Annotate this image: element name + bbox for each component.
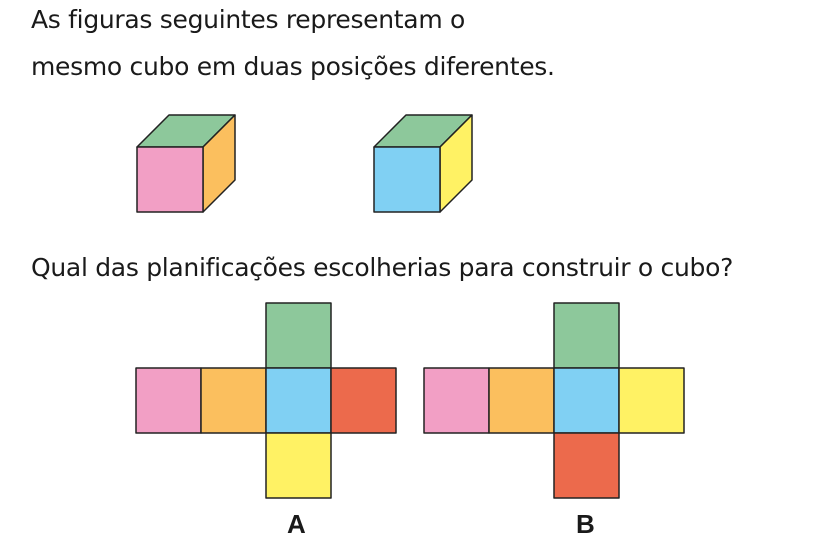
cube-1 <box>136 114 236 213</box>
cube-2 <box>373 114 473 213</box>
intro-line-1: As figuras seguintes representam o <box>31 5 466 34</box>
net-b[interactable] <box>423 302 685 499</box>
net-a[interactable] <box>135 302 397 499</box>
option-b-label: B <box>576 509 595 539</box>
question-text: Qual das planificações escolherias para … <box>31 253 734 282</box>
option-a-label: A <box>287 509 306 539</box>
intro-line-2: mesmo cubo em duas posições diferentes. <box>31 52 555 81</box>
